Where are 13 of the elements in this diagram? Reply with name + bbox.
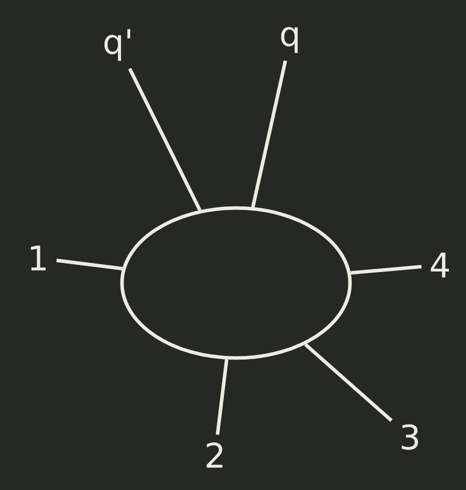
- chalk-line: [350, 264, 422, 275]
- chalk-label: 4: [430, 252, 449, 278]
- chalk-line: [216, 359, 228, 435]
- chalk-line: [56, 258, 123, 270]
- chalk-label: 1: [30, 246, 46, 270]
- chalk-label: q': [104, 29, 130, 61]
- chalk-line: [251, 60, 288, 208]
- chalk-label: 2: [206, 442, 222, 468]
- chalk-ellipse: [120, 206, 352, 360]
- chalk-label: q: [281, 27, 298, 54]
- chalk-label: 3: [402, 424, 418, 450]
- chalk-line: [128, 68, 202, 211]
- chalk-line: [304, 343, 393, 422]
